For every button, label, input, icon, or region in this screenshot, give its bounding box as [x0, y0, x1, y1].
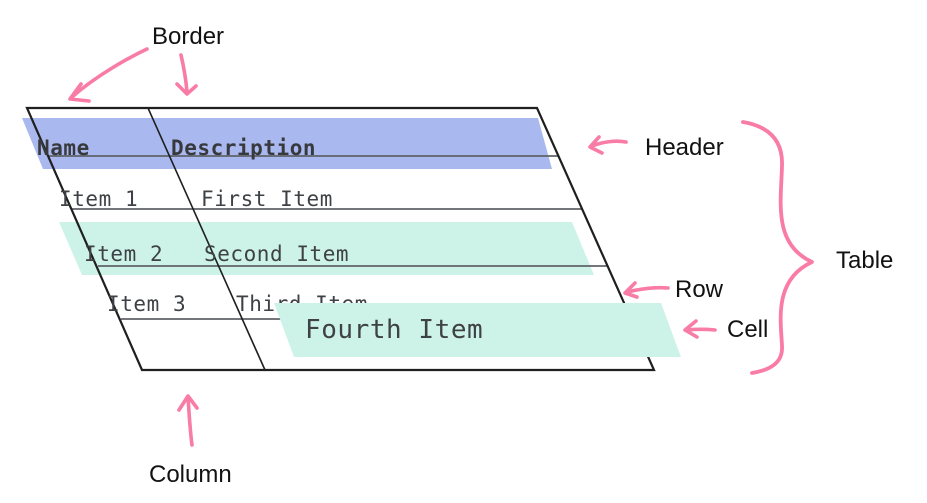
- cell-label: Cell: [727, 316, 769, 343]
- header-arrowhead-icon: [588, 135, 604, 155]
- cell-row1-name: Item 1: [59, 187, 139, 211]
- cell-row4-description: Fourth Item: [305, 315, 484, 345]
- cell-row2-name: Item 2: [84, 242, 164, 266]
- row-arrowhead-icon: [623, 281, 639, 299]
- cell-row3-name: Item 3: [107, 292, 187, 316]
- row-arrow-icon: [625, 285, 670, 294]
- border-arrow-left-icon: [70, 47, 149, 99]
- border-label: Border: [152, 23, 225, 50]
- border-arrow-down-icon: [179, 53, 189, 94]
- column-arrow-icon: [186, 395, 194, 447]
- table-brace-icon: [741, 120, 814, 375]
- cell-row1-description: First Item: [201, 187, 333, 211]
- border-arrowhead-left-icon: [68, 82, 91, 103]
- column-divider-line: [147, 107, 266, 371]
- header-cell-name: Name: [37, 136, 90, 160]
- cell-arrowhead-icon: [683, 319, 699, 339]
- table-label: Table: [836, 247, 894, 274]
- row-label: Row: [675, 276, 724, 303]
- cell-highlight-band: [274, 303, 681, 357]
- row-highlight-band: [59, 222, 594, 275]
- column-arrowhead-icon: [177, 394, 199, 412]
- border-arrowhead-down-icon: [175, 82, 198, 96]
- header-arrow-icon: [590, 139, 628, 148]
- header-cell-description: Description: [171, 136, 317, 160]
- annotation-arrows: [68, 47, 814, 447]
- header-label: Header: [645, 134, 724, 161]
- cell-row2-description: Second Item: [204, 242, 350, 266]
- cell-arrow-icon: [685, 327, 717, 332]
- table-border-lines: [25, 106, 656, 372]
- table-border-outline: [25, 106, 656, 372]
- column-label: Column: [149, 461, 232, 488]
- row-separator-lines: [48, 155, 631, 320]
